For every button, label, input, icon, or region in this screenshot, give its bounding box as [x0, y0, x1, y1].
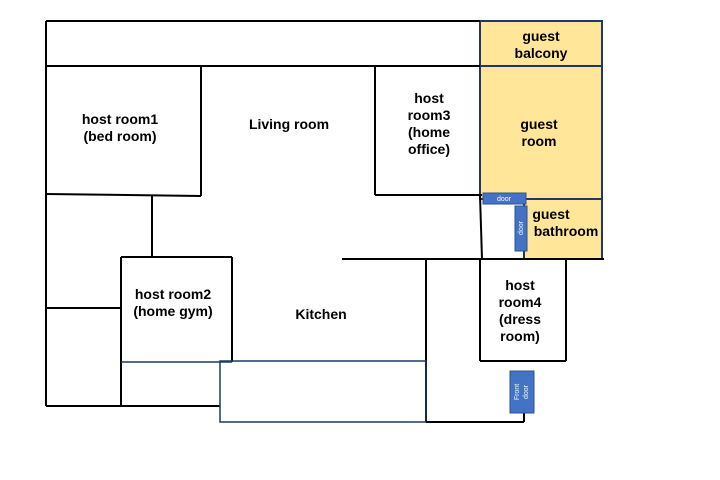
svg-text:balcony: balcony	[515, 45, 568, 61]
host-room2-label: host room2 (home gym)	[133, 286, 212, 319]
svg-text:host: host	[414, 90, 444, 106]
svg-text:Kitchen: Kitchen	[295, 306, 346, 322]
svg-text:bathroom: bathroom	[534, 223, 599, 239]
svg-text:(home gym): (home gym)	[133, 303, 212, 319]
svg-text:door: door	[523, 384, 530, 399]
guest-bathroom-label: guest bathroom	[532, 206, 598, 239]
svg-text:room3: room3	[408, 107, 451, 123]
guest-bathroom-door: door	[514, 205, 528, 252]
guest-room-door: door	[482, 192, 527, 205]
svg-text:Front: Front	[514, 384, 521, 400]
svg-text:host: host	[505, 277, 535, 293]
guest-balcony-label: guest balcony	[515, 28, 568, 61]
svg-text:host room1: host room1	[82, 111, 158, 127]
svg-text:guest: guest	[522, 28, 560, 44]
guest-balcony-area	[479, 20, 603, 67]
svg-text:Living room: Living room	[249, 116, 329, 132]
svg-text:room: room	[522, 133, 557, 149]
guest-room-label: guest room	[520, 116, 558, 149]
svg-text:host room2: host room2	[135, 286, 211, 302]
svg-text:guest: guest	[532, 206, 570, 222]
kitchen-label: Kitchen	[295, 306, 346, 322]
walls	[45, 20, 604, 423]
svg-text:room4: room4	[499, 294, 542, 310]
svg-text:door: door	[497, 196, 512, 203]
svg-text:office): office)	[408, 141, 450, 157]
guest-room-area	[479, 65, 603, 200]
host-room4-label: host room4 (dress room)	[499, 277, 542, 344]
svg-text:guest: guest	[520, 116, 558, 132]
svg-text:door: door	[518, 220, 525, 235]
host-room1-label: host room1 (bed room)	[82, 111, 158, 144]
host-room3-label: host room3 (home office)	[408, 90, 451, 157]
svg-text:(dress: (dress	[499, 311, 541, 327]
svg-text:(bed room): (bed room)	[83, 128, 156, 144]
svg-text:room): room)	[500, 328, 540, 344]
front-door: Front door	[509, 370, 535, 414]
svg-text:(home: (home	[408, 124, 450, 140]
living-room-label: Living room	[249, 116, 329, 132]
